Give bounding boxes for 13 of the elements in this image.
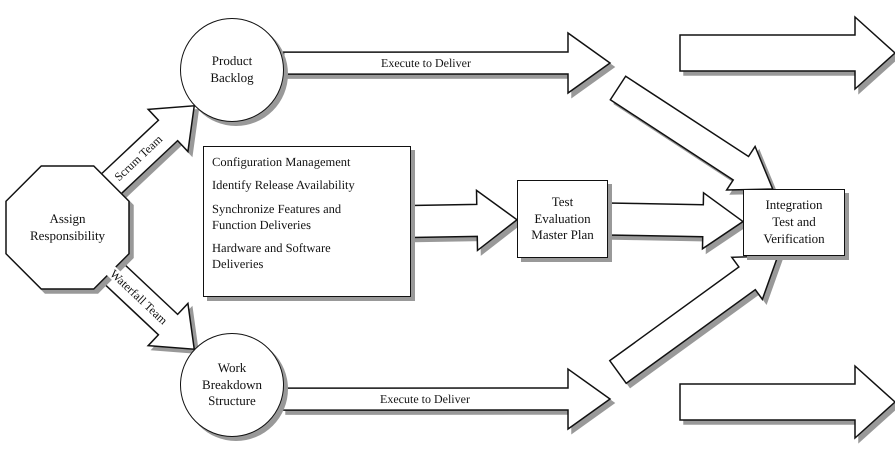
node-text: Synchronize Features and Function Deliveries xyxy=(212,200,342,233)
node-text: Assign Responsibility xyxy=(28,210,106,244)
edge-label: Execute to Deliver xyxy=(378,393,472,406)
node-text: Identify Release Availability xyxy=(212,177,355,194)
block-arrow xyxy=(608,255,779,384)
node-text: Work Breakdown Structure xyxy=(202,360,262,410)
block-arrow xyxy=(609,75,774,191)
node-text: Hardware and Software Deliveries xyxy=(212,240,332,272)
node-text: Product Backlog xyxy=(209,53,255,87)
node-text: Configuration Management xyxy=(212,154,351,170)
node-text: Integration Test and Verification xyxy=(762,197,826,248)
node-text: Test Evaluation Master Plan xyxy=(530,194,595,244)
edge-label: Execute to Deliver xyxy=(378,57,473,70)
